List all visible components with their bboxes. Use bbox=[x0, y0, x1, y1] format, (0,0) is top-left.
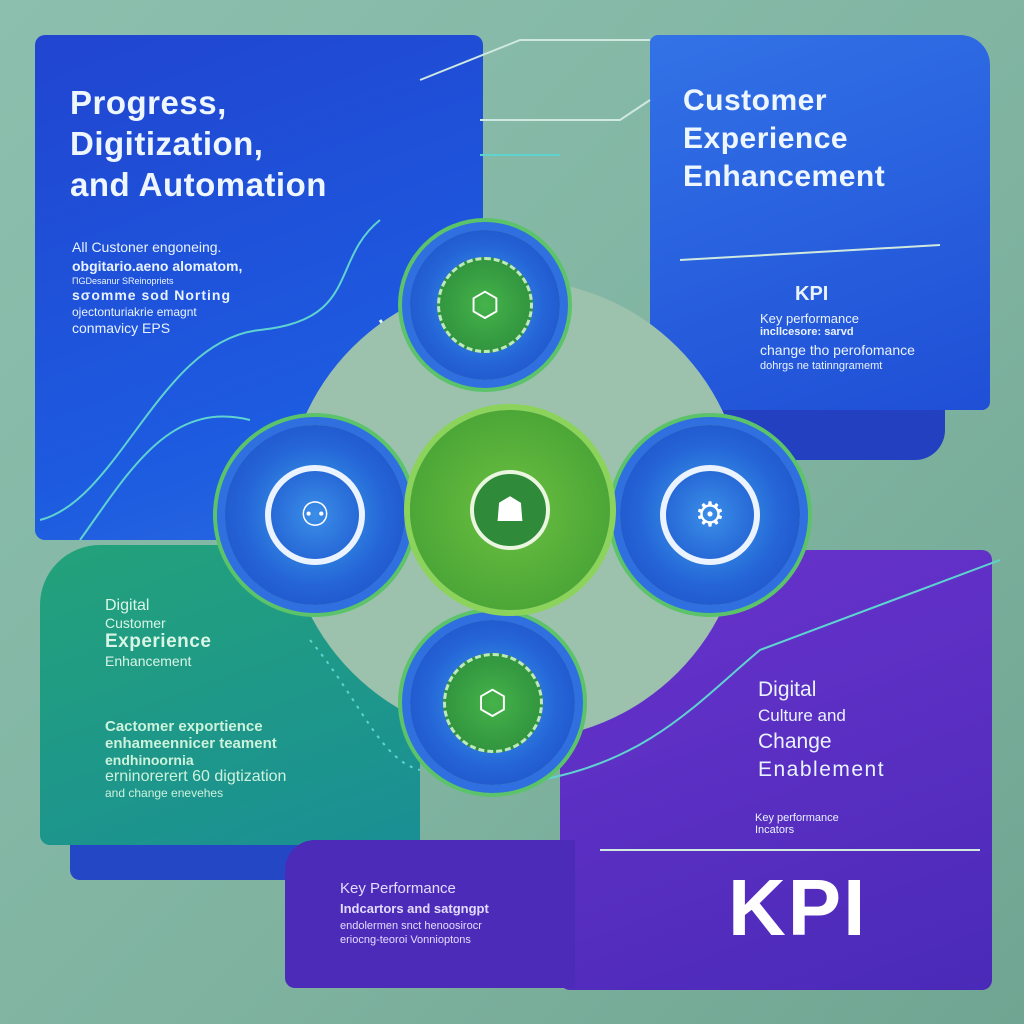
title-line: Culture and bbox=[758, 706, 846, 725]
text-line: sσomme sod Norting bbox=[72, 287, 232, 303]
digital-culture-text: Key performance Incators bbox=[755, 812, 839, 836]
text-line: Key Performance bbox=[340, 880, 456, 897]
digital-customer-title: Digital Customer Experience Enhancement bbox=[105, 597, 211, 669]
title-line: Digital bbox=[105, 597, 150, 614]
title-line: Enhancement bbox=[105, 653, 192, 669]
kpi-text: Key performance incllcesore: sarvd chang… bbox=[760, 311, 915, 372]
text-line: Key performance bbox=[760, 311, 859, 326]
title-line: Digital bbox=[758, 678, 817, 701]
node-left[interactable]: ⚇ bbox=[225, 425, 405, 605]
text-line: All Custoner engoneing. bbox=[72, 239, 222, 255]
text-line: erninorerert 60 digtization bbox=[105, 768, 287, 785]
title-line: and Automation bbox=[70, 166, 327, 203]
digital-culture-title: Digital Culture and Change Enablement bbox=[758, 678, 885, 782]
digital-customer-text: Cactomer exportience enhameennicer teame… bbox=[105, 718, 286, 800]
network-icon: ⬡ bbox=[437, 257, 533, 353]
kpi-details-text: Key Performance Indcartors and satgngpt … bbox=[340, 880, 489, 946]
title-line: Enablement bbox=[758, 758, 886, 781]
text-line: incllcesore: sarvd bbox=[760, 326, 854, 338]
progress-text: All Custoner engoneing. obgitario.aeno a… bbox=[72, 238, 322, 338]
text-line: dohrgs ne tatinngramemt bbox=[760, 360, 883, 372]
text-line: endolermen snct henoosirocr bbox=[340, 920, 482, 932]
title-line: Change bbox=[758, 730, 832, 753]
network-icon: ⬡ bbox=[442, 652, 543, 753]
panel-kpi-details bbox=[285, 840, 575, 988]
title-line: Experience bbox=[683, 122, 849, 155]
text-line: change tho perofomance bbox=[760, 342, 915, 358]
node-top[interactable]: ⬡ bbox=[410, 230, 560, 380]
kpi-label: KPI bbox=[795, 283, 829, 305]
team-icon: ☗ bbox=[470, 470, 550, 550]
title-line: Progress, bbox=[70, 84, 227, 121]
text-line: ПGDesanur SReinopriets bbox=[72, 276, 174, 286]
connection-icon: ⚇ bbox=[265, 465, 365, 565]
node-center[interactable]: ☗ bbox=[410, 410, 610, 610]
kpi-big-label: KPI bbox=[728, 863, 868, 952]
node-bottom[interactable]: ⬡ bbox=[410, 620, 575, 785]
text-line: Cactomer exportience bbox=[105, 718, 263, 735]
gear-icon: ⚙ bbox=[660, 465, 760, 565]
panel-customer-experience bbox=[650, 35, 990, 410]
node-right[interactable]: ⚙ bbox=[620, 425, 800, 605]
progress-title: Progress, Digitization, and Automation bbox=[70, 82, 327, 205]
text-line: Key performance bbox=[755, 812, 839, 824]
text-line: Incators bbox=[755, 824, 795, 836]
text-line: obgitario.aeno alomatom, bbox=[72, 258, 243, 274]
title-line: Digitization, bbox=[70, 125, 264, 162]
text-line: eriocng-teoroi Vonnioptons bbox=[340, 934, 471, 946]
title-line: Customer bbox=[105, 615, 166, 631]
text-line: Indcartors and satgngpt bbox=[340, 901, 489, 916]
text-line: ojectonturiakrie emagnt bbox=[72, 305, 197, 319]
text-line: conmavicy EPS bbox=[72, 320, 171, 336]
text-line: enhameennicer teament bbox=[105, 735, 277, 752]
title-line: Enhancement bbox=[683, 160, 886, 193]
text-line: endhinoornia bbox=[105, 752, 194, 768]
text-line: and change enevehes bbox=[105, 786, 224, 800]
customer-experience-title: Customer Experience Enhancement bbox=[683, 82, 885, 196]
title-line: Experience bbox=[105, 631, 212, 652]
title-line: Customer bbox=[683, 84, 828, 117]
